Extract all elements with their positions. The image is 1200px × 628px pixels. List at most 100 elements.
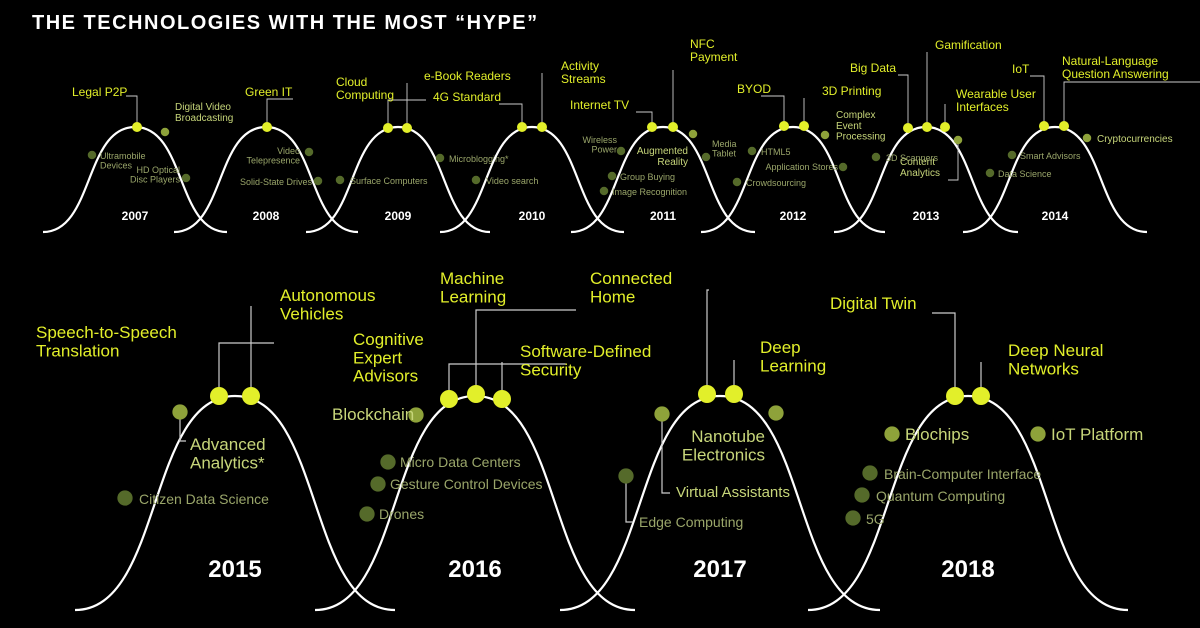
marker-activity-streams: [537, 122, 547, 132]
tech-label-solid-state-drives: Solid-State Drives: [240, 177, 313, 187]
marker-speech-to-speech-translation: [210, 387, 228, 405]
marker-cognitive-expert-advisors: [440, 390, 458, 408]
marker-nanotube-electronics: [768, 405, 784, 421]
leader-line-natural-language-question-answering: [1063, 81, 1200, 126]
marker-edge-computing: [618, 468, 634, 484]
marker-blockchain: [408, 407, 424, 423]
leader-line-4g-standard: [499, 103, 523, 127]
tech-label-internet-tv: Internet TV: [570, 98, 629, 112]
marker-drones: [359, 506, 375, 522]
marker-3d-printing: [799, 121, 809, 131]
hype-curve-2010: [439, 125, 625, 234]
hype-curve-2009: [305, 125, 491, 234]
marker-video-telepresence: [304, 147, 314, 157]
leader-line-iot: [1030, 75, 1045, 126]
year-label-2015: 2015: [208, 556, 261, 583]
tech-label-application-stores: Application Stores: [765, 162, 838, 172]
marker-ultramobile-devices: [87, 150, 97, 160]
marker-digital-twin: [946, 387, 964, 405]
tech-label-blockchain: Blockchain: [332, 405, 414, 424]
tech-label-brain-computer-interface: Brain-Computer Interface: [884, 466, 1041, 482]
leader-line-edge-computing: [625, 476, 633, 523]
tech-label-green-it: Green IT: [245, 85, 293, 99]
tech-label-html5: HTML5: [761, 147, 791, 157]
tech-label-4g-standard: 4G Standard: [433, 90, 501, 104]
marker-digital-video-broadcasting: [160, 127, 170, 137]
tech-label-biochips: Biochips: [905, 425, 969, 444]
marker-byod: [779, 121, 789, 131]
tech-label-video-search: Video search: [486, 176, 538, 186]
year-label-2012: 2012: [780, 209, 807, 223]
tech-label-group-buying: Group Buying: [620, 172, 675, 182]
marker-cryptocurrencies: [1082, 133, 1092, 143]
tech-label-legal-p2p: Legal P2P: [72, 85, 127, 99]
marker-machine-learning: [467, 385, 485, 403]
leader-line-content-analytics: [948, 140, 959, 181]
marker-surface-computers: [335, 175, 345, 185]
hype-curve-2012: [700, 125, 886, 234]
leader-line-cloud-computing: [387, 99, 426, 128]
leader-line-green-it: [266, 98, 293, 127]
hype-curve-2014: [962, 125, 1148, 234]
tech-label-drones: Drones: [379, 506, 424, 522]
tech-label-edge-computing: Edge Computing: [639, 514, 743, 530]
marker-autonomous-vehicles: [242, 387, 260, 405]
tech-label-quantum-computing: Quantum Computing: [876, 488, 1005, 504]
tech-label-gamification: Gamification: [935, 38, 1002, 52]
marker-software-defined-security: [493, 390, 511, 408]
year-label-2011: 2011: [650, 209, 676, 223]
marker-application-stores: [838, 162, 848, 172]
tech-label-image-recognition: Image Recognition: [612, 187, 687, 197]
tech-label-byod: BYOD: [737, 82, 771, 96]
marker-deep-learning: [725, 385, 743, 403]
marker-complex-event-processing: [820, 130, 830, 140]
tech-label-e-book-readers: e-Book Readers: [424, 69, 511, 83]
tech-label-big-data: Big Data: [850, 61, 896, 75]
marker-html5: [747, 146, 757, 156]
marker-cloud-computing: [383, 123, 393, 133]
leader-line-legal-p2p: [126, 95, 138, 127]
marker-micro-data-centers: [380, 454, 396, 470]
marker-gamification: [922, 122, 932, 132]
tech-label-iot: IoT: [1012, 62, 1030, 76]
tech-label-surface-computers: Surface Computers: [350, 176, 428, 186]
marker-brain-computer-interface: [862, 465, 878, 481]
hype-curve-2018: [807, 394, 1129, 612]
marker-hd-optical-disc-players: [181, 173, 191, 183]
tech-label-virtual-assistants: Virtual Assistants: [676, 484, 790, 501]
tech-label-digital-twin: Digital Twin: [830, 294, 917, 313]
marker-data-science: [985, 168, 995, 178]
leader-line-byod: [761, 95, 785, 126]
tech-label-citizen-data-science: Citizen Data Science: [139, 491, 269, 507]
tech-label-cryptocurrencies: Cryptocurrencies: [1097, 134, 1173, 145]
year-label-2010: 2010: [519, 209, 546, 223]
marker-group-buying: [607, 171, 617, 181]
marker-iot-platform: [1030, 426, 1046, 442]
marker-big-data: [903, 123, 913, 133]
